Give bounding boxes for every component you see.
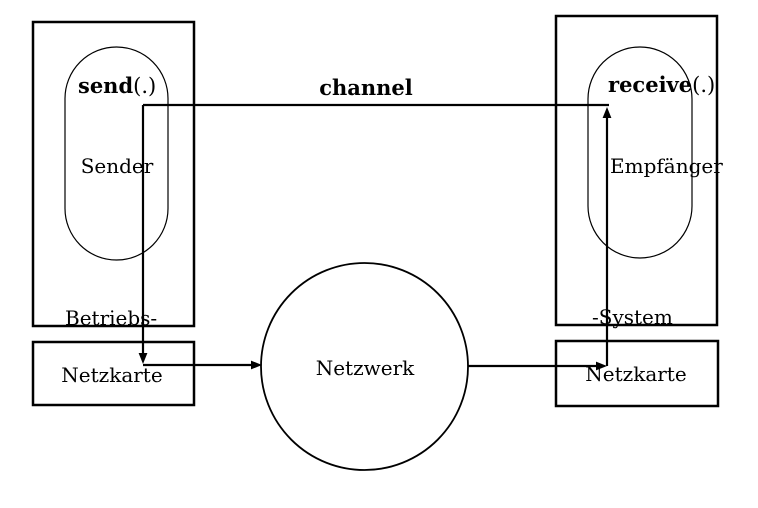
send-call-label: send(.) [78,73,156,98]
channel-label: channel [319,75,413,100]
network-label: Netzwerk [316,356,415,380]
sender-os-label: Betriebs- [65,306,157,330]
sender-nic-label: Netzkarte [61,363,162,387]
receiver-process-label: Empfänger [610,154,723,178]
receiver-os-label: -System [592,305,673,329]
receiver-nic-box [554,339,720,408]
network-circle [260,262,469,471]
receive-up-arrow-icon [602,107,612,118]
receiver-nic-label: Netzkarte [585,362,686,386]
sender-os-box [31,20,196,328]
sender-process-stadium [64,46,169,261]
sender-nic-box [31,340,196,407]
receive-call-label: receive(.) [608,72,715,97]
sender-process-label: Sender [81,154,154,178]
receiver-process-stadium [587,46,693,259]
send-down-arrow-icon [138,353,148,364]
receiver-os-box [554,14,719,327]
nic-to-network-arrow-icon [251,360,262,370]
network-to-nic-arrow-icon [596,361,607,371]
